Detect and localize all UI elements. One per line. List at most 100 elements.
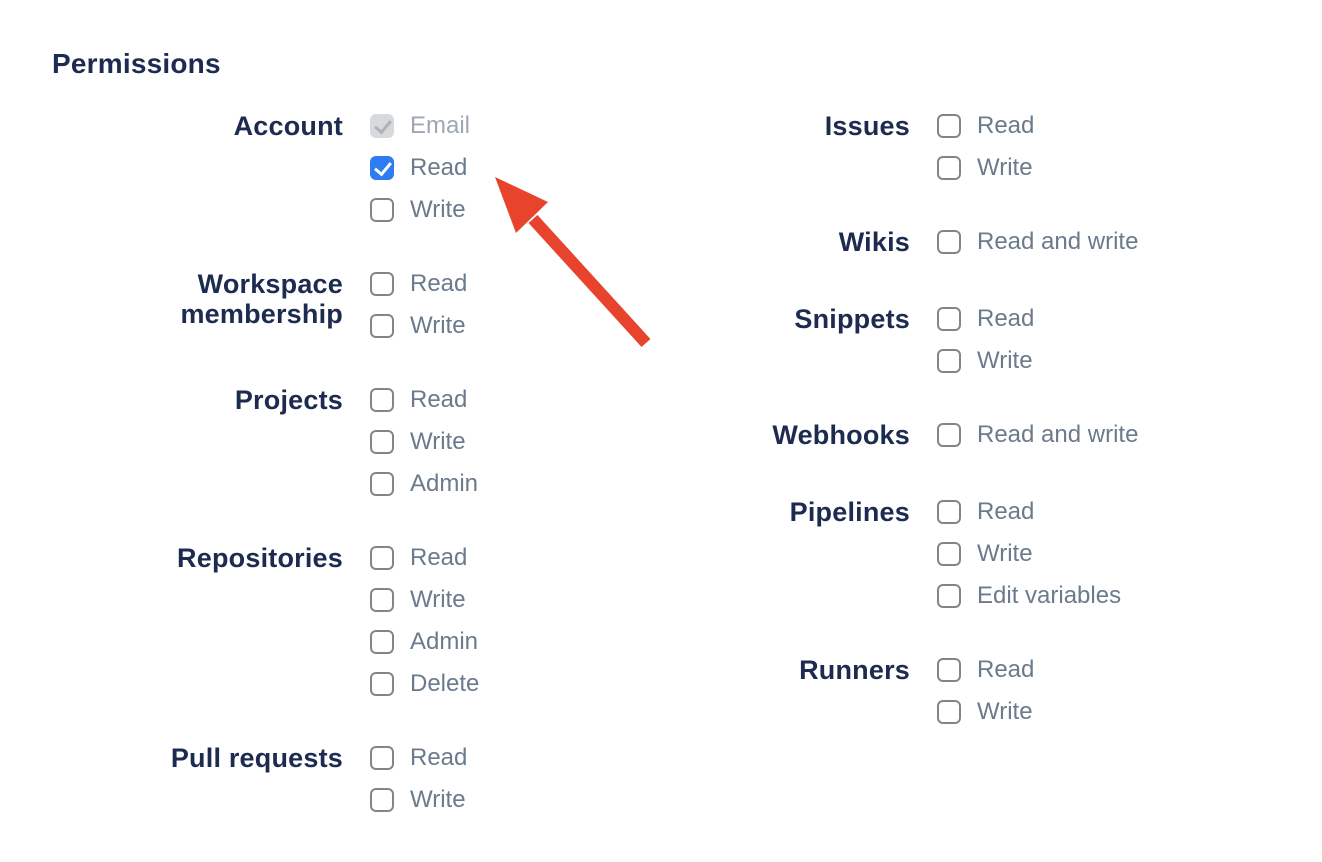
group-label-webhooks: Webhooks — [772, 420, 910, 450]
wikis-read-and-write-option[interactable]: Read and write — [937, 230, 1138, 254]
pipelines-write-checkbox[interactable] — [937, 542, 961, 566]
webhooks-read-and-write-label: Read and write — [977, 421, 1139, 448]
wikis-read-and-write-label: Read and write — [977, 228, 1139, 255]
account-email-checkbox — [370, 114, 394, 138]
issues-read-label: Read — [977, 112, 1035, 139]
repositories-delete-option[interactable]: Delete — [370, 672, 479, 696]
account-read-label: Read — [410, 154, 468, 181]
snippets-write-label: Write — [977, 347, 1033, 374]
pipelines-read-label: Read — [977, 498, 1035, 525]
workspace-membership-read-option[interactable]: Read — [370, 272, 467, 296]
webhooks-options: Read and write — [937, 423, 1138, 447]
repositories-read-option[interactable]: Read — [370, 546, 479, 570]
wikis-options: Read and write — [937, 230, 1138, 254]
projects-read-checkbox[interactable] — [370, 388, 394, 412]
runners-write-checkbox[interactable] — [937, 700, 961, 724]
runners-write-option[interactable]: Write — [937, 700, 1034, 724]
pull-requests-read-option[interactable]: Read — [370, 746, 467, 770]
runners-read-checkbox[interactable] — [937, 658, 961, 682]
snippets-read-option[interactable]: Read — [937, 307, 1034, 331]
group-label-workspace-membership: Workspace membership — [180, 269, 343, 329]
issues-read-checkbox[interactable] — [937, 114, 961, 138]
projects-write-checkbox[interactable] — [370, 430, 394, 454]
projects-read-label: Read — [410, 386, 468, 413]
issues-write-checkbox[interactable] — [937, 156, 961, 180]
projects-admin-checkbox[interactable] — [370, 472, 394, 496]
workspace-membership-write-checkbox[interactable] — [370, 314, 394, 338]
group-label-pipelines: Pipelines — [789, 497, 910, 527]
wikis-read-and-write-checkbox[interactable] — [937, 230, 961, 254]
pull-requests-read-label: Read — [410, 744, 468, 771]
projects-write-option[interactable]: Write — [370, 430, 478, 454]
repositories-write-checkbox[interactable] — [370, 588, 394, 612]
repositories-delete-checkbox[interactable] — [370, 672, 394, 696]
account-email-label: Email — [410, 112, 471, 139]
repositories-read-checkbox[interactable] — [370, 546, 394, 570]
repositories-admin-option[interactable]: Admin — [370, 630, 479, 654]
account-read-checkbox[interactable] — [370, 156, 394, 180]
permission-group-wikis: Wikis Read and write — [662, 227, 1322, 257]
issues-write-option[interactable]: Write — [937, 156, 1034, 180]
repositories-admin-checkbox[interactable] — [370, 630, 394, 654]
account-write-label: Write — [410, 196, 466, 223]
projects-read-option[interactable]: Read — [370, 388, 478, 412]
issues-read-option[interactable]: Read — [937, 114, 1034, 138]
runners-read-option[interactable]: Read — [937, 658, 1034, 682]
account-read-option[interactable]: Read — [370, 156, 470, 180]
pull-requests-write-checkbox[interactable] — [370, 788, 394, 812]
runners-write-label: Write — [977, 698, 1033, 725]
snippets-read-checkbox[interactable] — [937, 307, 961, 331]
workspace-membership-read-checkbox[interactable] — [370, 272, 394, 296]
page-title: Permissions — [52, 48, 221, 79]
pipelines-write-option[interactable]: Write — [937, 542, 1121, 566]
pipelines-edit-variables-checkbox[interactable] — [937, 584, 961, 608]
pipelines-edit-variables-option[interactable]: Edit variables — [937, 584, 1121, 608]
workspace-membership-write-option[interactable]: Write — [370, 314, 467, 338]
snippets-write-checkbox[interactable] — [937, 349, 961, 373]
runners-read-label: Read — [977, 656, 1035, 683]
snippets-write-option[interactable]: Write — [937, 349, 1034, 373]
pull-requests-write-option[interactable]: Write — [370, 788, 467, 812]
pipelines-read-option[interactable]: Read — [937, 500, 1121, 524]
webhooks-read-and-write-option[interactable]: Read and write — [937, 423, 1138, 447]
account-write-option[interactable]: Write — [370, 198, 470, 222]
pipelines-read-checkbox[interactable] — [937, 500, 961, 524]
permission-group-webhooks: Webhooks Read and write — [662, 420, 1322, 450]
webhooks-read-and-write-checkbox[interactable] — [937, 423, 961, 447]
group-label-runners: Runners — [799, 655, 910, 685]
pull-requests-read-checkbox[interactable] — [370, 746, 394, 770]
repositories-read-label: Read — [410, 544, 468, 571]
group-label-pull-requests: Pull requests — [170, 743, 343, 773]
repositories-write-option[interactable]: Write — [370, 588, 479, 612]
repositories-delete-label: Delete — [410, 670, 480, 697]
projects-admin-label: Admin — [410, 470, 479, 497]
projects-admin-option[interactable]: Admin — [370, 472, 478, 496]
pipelines-edit-variables-label: Edit variables — [977, 582, 1122, 609]
group-label-wikis: Wikis — [838, 227, 910, 257]
group-label-repositories: Repositories — [177, 543, 343, 573]
account-write-checkbox[interactable] — [370, 198, 394, 222]
group-label-issues: Issues — [824, 111, 910, 141]
pipelines-write-label: Write — [977, 540, 1033, 567]
group-label-snippets: Snippets — [794, 304, 910, 334]
